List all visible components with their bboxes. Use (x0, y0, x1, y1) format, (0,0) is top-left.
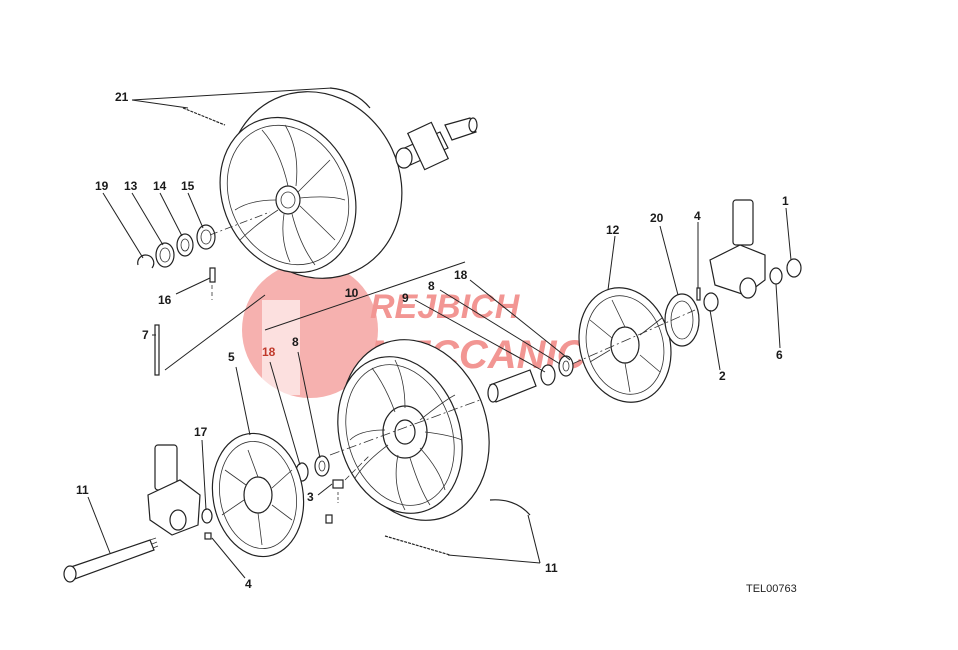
left-fork-leg (147, 444, 213, 540)
callout-8-top: 8 (428, 279, 435, 293)
callout-13: 13 (124, 179, 138, 193)
right-fork-leg (696, 199, 802, 312)
callout-9: 9 (402, 291, 409, 305)
callout-11-right: 11 (545, 561, 558, 575)
callout-8-left: 8 (292, 335, 299, 349)
callout-4-left: 4 (245, 577, 252, 591)
diagram-code: TEL00763 (746, 583, 797, 595)
rear-bearing-set (137, 211, 271, 269)
callout-18-top: 18 (454, 268, 468, 282)
balance-weight-top (182, 87, 371, 126)
callout-15: 15 (181, 179, 195, 193)
callout-16: 16 (158, 293, 172, 307)
callout-20: 20 (650, 211, 664, 225)
callout-18-left: 18 (262, 345, 276, 359)
callout-6: 6 (776, 348, 783, 362)
speed-ring (664, 293, 700, 347)
callout-12: 12 (606, 223, 620, 237)
callout-4-right: 4 (694, 209, 701, 223)
leader-lines (87, 87, 792, 579)
front-axle-spacer (295, 355, 574, 482)
front-axle (63, 537, 159, 583)
front-wheel (337, 339, 490, 521)
callout-17: 17 (194, 425, 208, 439)
callout-21: 21 (115, 90, 129, 104)
callout-3: 3 (307, 490, 314, 504)
callout-14: 14 (153, 179, 167, 193)
watermark-line1: REJBICH (370, 288, 521, 326)
left-brake-disc (211, 432, 305, 558)
callout-19: 19 (95, 179, 109, 193)
balance-weights-bottom (384, 499, 531, 556)
callout-10: 10 (345, 286, 359, 300)
valve-bolts (325, 454, 371, 524)
callout-11-left: 11 (76, 483, 89, 497)
right-brake-disc (578, 287, 672, 403)
callouts: 21 19 13 14 15 16 7 10 9 8 18 12 20 4 1 … (76, 90, 797, 595)
valve-parts (154, 267, 266, 376)
callout-2: 2 (719, 369, 726, 383)
rear-hub (395, 117, 478, 171)
callout-7: 7 (142, 328, 149, 342)
callout-5: 5 (228, 350, 235, 364)
rear-wheel (219, 91, 403, 279)
axis-lines (264, 261, 696, 456)
watermark: REJBICH MECCANICA (242, 262, 614, 398)
callout-1: 1 (782, 194, 789, 208)
